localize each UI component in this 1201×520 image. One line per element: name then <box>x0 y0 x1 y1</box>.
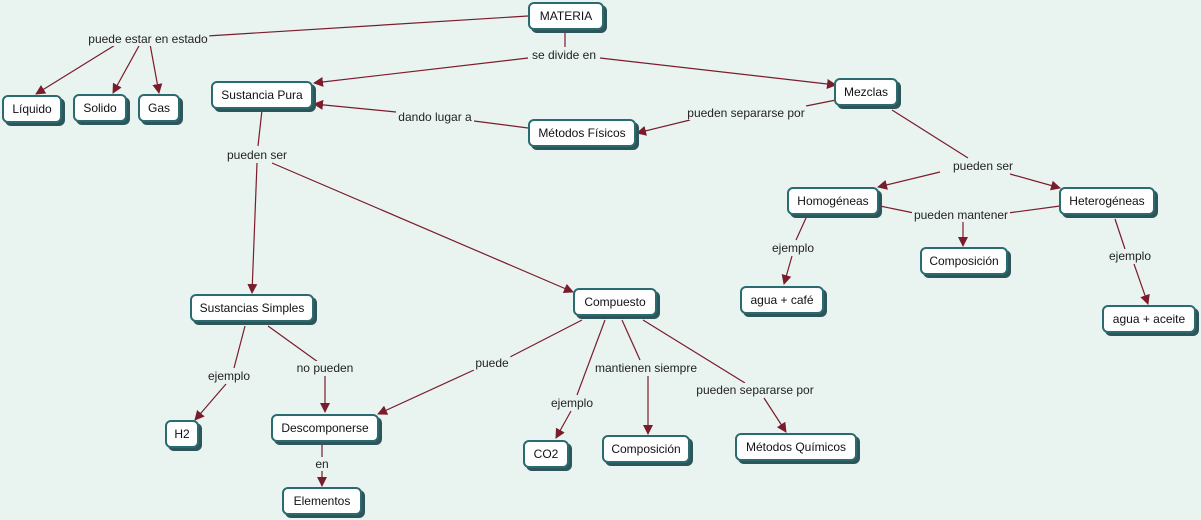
connector-homog-ejemplo <box>795 217 807 241</box>
link-label-pueden-separarse-por-compuesto: pueden separarse por <box>694 383 816 397</box>
arrow-to-metodos-quimicos <box>763 397 787 433</box>
arrow-to-agua-aceite <box>1133 263 1150 305</box>
connector-simples-ejemplo <box>233 325 246 369</box>
arrow-to-gas <box>149 43 163 94</box>
arrow-to-liquido <box>35 41 121 95</box>
connector-pura-pueden-ser <box>257 109 263 147</box>
connector-compuesto-mantienen <box>621 319 641 361</box>
arrow-to-heterogeneas <box>1009 173 1061 191</box>
node-co2[interactable]: CO2 <box>523 440 569 468</box>
connector-materia-estado <box>206 15 529 37</box>
link-label-puede: puede <box>473 356 511 370</box>
arrow-to-sustancias-simples <box>247 162 258 294</box>
link-label-ejemplo-heterogeneas: ejemplo <box>1106 249 1154 263</box>
arrow-to-h2 <box>194 383 227 421</box>
arrow-to-descomponerse-2 <box>377 369 475 415</box>
link-label-pueden-mantener: pueden mantener <box>911 208 1011 222</box>
link-label-pueden-ser-mezclas: pueden ser <box>950 159 1016 173</box>
link-label-en: en <box>313 457 331 471</box>
link-label-ejemplo-homogeneas: ejemplo <box>769 241 817 255</box>
node-mezclas[interactable]: Mezclas <box>834 78 898 106</box>
arrow-to-sustancia-pura <box>313 57 529 87</box>
node-solido[interactable]: Solido <box>73 94 127 122</box>
node-heterogeneas[interactable]: Heterogéneas <box>1059 187 1155 215</box>
link-label-no-pueden: no pueden <box>294 361 356 375</box>
node-liquido[interactable]: Líquido <box>2 95 62 123</box>
connector-mezclas-pueden-ser <box>891 109 969 159</box>
connector-heterog-ejemplo <box>1114 218 1126 250</box>
arrow-to-co2 <box>555 410 572 439</box>
node-composicion-mezcla[interactable]: Composición <box>920 247 1008 275</box>
arrow-to-metodos-fisicos <box>636 119 691 136</box>
link-label-ejemplo-compuesto: ejemplo <box>548 396 596 410</box>
node-elementos[interactable]: Elementos <box>282 487 362 515</box>
link-label-pueden-separarse-por-mezclas: pueden separarse por <box>685 106 807 120</box>
node-homogeneas[interactable]: Homogéneas <box>787 187 879 215</box>
node-metodos-fisicos[interactable]: Métodos Físicos <box>528 119 636 147</box>
connector-mezclas-separarse <box>805 99 837 107</box>
connector-fisicos-dando <box>473 120 529 129</box>
arrow-to-sustancia-pura-2 <box>313 99 397 113</box>
connector-compuesto-ejemplo <box>576 319 606 396</box>
connector-heterog-mantener <box>1007 205 1061 214</box>
link-label-mantienen-siempre: mantienen siempre <box>592 361 700 375</box>
link-label-dando-lugar-a: dando lugar a <box>396 110 474 124</box>
arrow-to-mezclas <box>599 57 837 89</box>
arrow-to-compuesto <box>271 162 574 294</box>
arrow-to-agua-cafe <box>781 255 793 285</box>
connector-homog-mantener <box>879 205 915 214</box>
link-label-ejemplo-simples: ejemplo <box>205 369 253 383</box>
node-h2[interactable]: H2 <box>165 420 199 448</box>
link-label-pueden-ser-sustancia-pura: pueden ser <box>224 148 290 162</box>
node-compuesto[interactable]: Compuesto <box>573 288 657 316</box>
node-sustancia-pura[interactable]: Sustancia Pura <box>211 81 313 109</box>
node-metodos-quimicos[interactable]: Métodos Químicos <box>735 433 857 461</box>
node-sustancias-simples[interactable]: Sustancias Simples <box>190 294 314 322</box>
link-label-se-divide-en: se divide en <box>529 48 599 62</box>
link-label-puede-estar-en-estado: puede estar en estado <box>86 32 210 46</box>
arrow-to-homogeneas <box>877 171 941 190</box>
node-descomponerse[interactable]: Descomponerse <box>271 414 379 442</box>
connector-simples-no-pueden <box>267 325 319 363</box>
connector-compuesto-puede <box>509 319 583 358</box>
node-materia[interactable]: MATERIA <box>528 2 604 30</box>
connector-compuesto-separarse <box>642 319 746 384</box>
arrow-to-solido <box>112 43 141 94</box>
node-composicion-compuesto[interactable]: Composición <box>602 435 690 463</box>
node-agua-aceite[interactable]: agua + aceite <box>1102 305 1196 333</box>
node-agua-cafe[interactable]: agua + café <box>740 286 824 314</box>
node-gas[interactable]: Gas <box>138 94 180 122</box>
